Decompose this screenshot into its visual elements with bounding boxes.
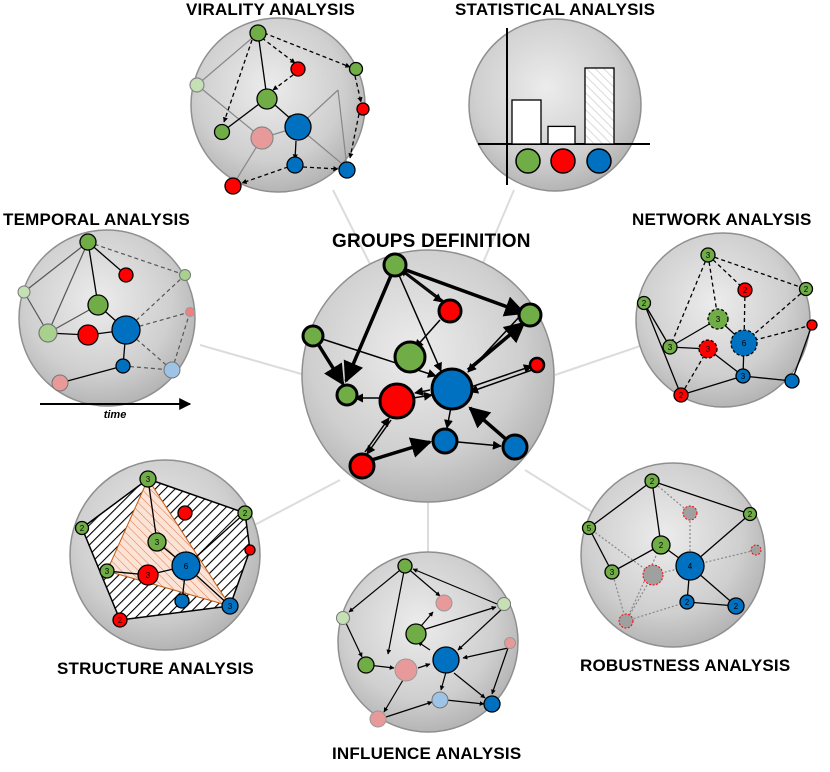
node-number: 2: [650, 477, 655, 486]
influence-panel: [336, 551, 519, 733]
node-number: 3: [228, 602, 233, 611]
node-number: 2: [743, 286, 748, 295]
node-number: 3: [155, 538, 160, 547]
temporal-analysis-label: TEMPORAL ANALYSIS: [3, 210, 190, 229]
node-number: 3: [668, 343, 673, 352]
robustness-analysis-label: ROBUSTNESS ANALYSIS: [580, 656, 791, 675]
node-number: 3: [105, 567, 110, 576]
node-number: 2: [734, 602, 739, 611]
node-number: 2: [80, 524, 85, 533]
structure-analysis-label: STRUCTURE ANALYSIS: [57, 659, 254, 678]
node-number: 2: [804, 285, 809, 294]
node-number: 6: [184, 562, 189, 571]
node-number: 3: [741, 372, 746, 381]
node-number: 2: [243, 509, 248, 518]
stat-bar-blue: [584, 67, 615, 145]
node-number: 3: [706, 345, 711, 354]
node-number: 2: [679, 391, 684, 400]
node-number: 4: [688, 562, 693, 571]
time-axis-label: time: [104, 409, 127, 421]
node-number: 6: [742, 339, 747, 348]
stat-bar-green: [511, 99, 542, 145]
stat-bar-red: [547, 125, 576, 145]
node-number: 3: [146, 571, 151, 580]
robustness-panel: 2 5 2 2 3 4 2 2: [580, 462, 766, 648]
node-number: 2: [642, 299, 647, 308]
node-number: 2: [118, 616, 123, 625]
virality-panel: [189, 17, 370, 195]
node-number: 3: [146, 475, 151, 484]
network-analysis-label: NETWORK ANALYSIS: [632, 210, 812, 229]
groups-definition-panel: [301, 249, 555, 503]
influence-analysis-label: INFLUENCE ANALYSIS: [332, 744, 522, 763]
virality-analysis-label: VIRALITY ANALYSIS: [186, 0, 356, 19]
node-number: 3: [610, 568, 615, 577]
groups-definition-label: GROUPS DEFINITION: [332, 231, 531, 252]
node-number: 2: [659, 541, 664, 550]
node-number: 2: [748, 510, 753, 519]
node-number: 3: [716, 315, 721, 324]
statistical-analysis-label: STATISTICAL ANALYSIS: [455, 0, 656, 19]
node-number: 3: [706, 251, 711, 260]
node-number: 5: [587, 524, 592, 533]
statistical-panel: [468, 18, 650, 192]
network-panel: 3 2 2 2 3 6 3 3 3 2: [635, 232, 818, 408]
node-number: 2: [685, 598, 690, 607]
stat-bars: [511, 67, 615, 145]
structure-panel: 3 2 2 3 3 6 3 3 2: [69, 459, 261, 651]
temporal-panel: time: [17, 229, 196, 421]
